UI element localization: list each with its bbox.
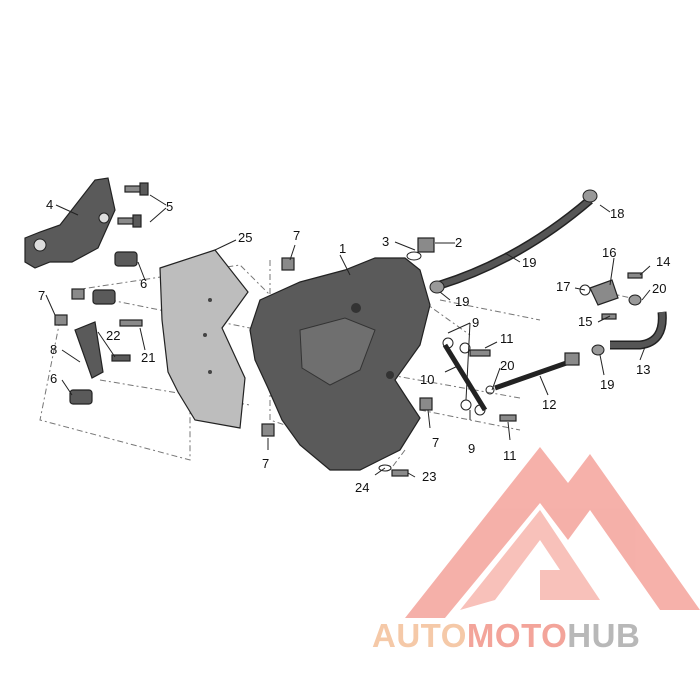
- leader-lines: [45, 194, 651, 478]
- nut-part: [54, 257, 433, 437]
- callout-6-bottom: 6: [50, 371, 57, 386]
- screw-part: [111, 319, 143, 362]
- callout-12: 12: [542, 397, 556, 412]
- clamp-part-2: [591, 294, 642, 356]
- callout-1: 1: [339, 241, 346, 256]
- callout-6-top: 6: [140, 276, 147, 291]
- callout-22: 22: [106, 328, 120, 343]
- callout-14-bottom: 15: [578, 314, 592, 329]
- callout-14-top: 14: [656, 254, 670, 269]
- callout-23: 23: [422, 469, 436, 484]
- bolts-part: [117, 182, 149, 228]
- callout-7-top: 7: [293, 228, 300, 243]
- callout-8: 8: [50, 342, 57, 357]
- callout-15: 16: [602, 245, 616, 260]
- callout-4: 4: [46, 197, 53, 212]
- long-bolt-part: [485, 352, 580, 395]
- bracket-part: [24, 177, 116, 269]
- callout-10: 10: [420, 372, 434, 387]
- watermark-logo-icon: [405, 447, 700, 618]
- plate-part: [74, 321, 104, 379]
- callout-19-top: 20: [652, 281, 666, 296]
- link-rod-part: [442, 337, 517, 422]
- callout-9-top: 9: [472, 315, 479, 330]
- callout-17-mid: 19: [455, 294, 469, 309]
- fitting-part: [406, 237, 435, 261]
- callout-5: 5: [166, 199, 173, 214]
- watermark-auto: AUTO: [372, 617, 467, 654]
- callout-25: 25: [238, 230, 252, 245]
- watermark-hub: HUB: [567, 617, 641, 654]
- hose-part-2: [610, 311, 667, 350]
- callout-2: 2: [455, 235, 462, 250]
- callout-11-top: 11: [500, 331, 514, 346]
- callout-labels: 4 5 25 7 1 3 2 6 7 18 19 19 16 14 17 20 …: [38, 197, 670, 495]
- callout-7-right: 7: [432, 435, 439, 450]
- oil-tank-part: [249, 257, 431, 471]
- callout-20: 20: [500, 358, 514, 373]
- watermark-moto: MOTO: [466, 617, 568, 654]
- heat-shield-part: [159, 249, 249, 429]
- callout-3: 3: [382, 234, 389, 249]
- hose-part: [438, 196, 593, 290]
- callout-11-bottom: 11: [503, 448, 517, 463]
- clamp-part: [429, 189, 598, 294]
- callout-17-top: 18: [610, 206, 624, 221]
- callout-21: 21: [141, 350, 155, 365]
- callout-13: 13: [636, 362, 650, 377]
- callout-18: 19: [522, 255, 536, 270]
- callout-7-bottom: 7: [262, 456, 269, 471]
- callout-19-bottom: 19: [600, 377, 614, 392]
- callout-24: 24: [355, 480, 369, 495]
- callout-16: 17: [556, 279, 570, 294]
- rubber-mount-part: [69, 251, 138, 405]
- watermark-text: AUTOMOTOHUB: [372, 617, 640, 655]
- callout-7-left: 7: [38, 288, 45, 303]
- callout-9-bottom: 9: [468, 441, 475, 456]
- drain-bolt-part: [378, 464, 409, 477]
